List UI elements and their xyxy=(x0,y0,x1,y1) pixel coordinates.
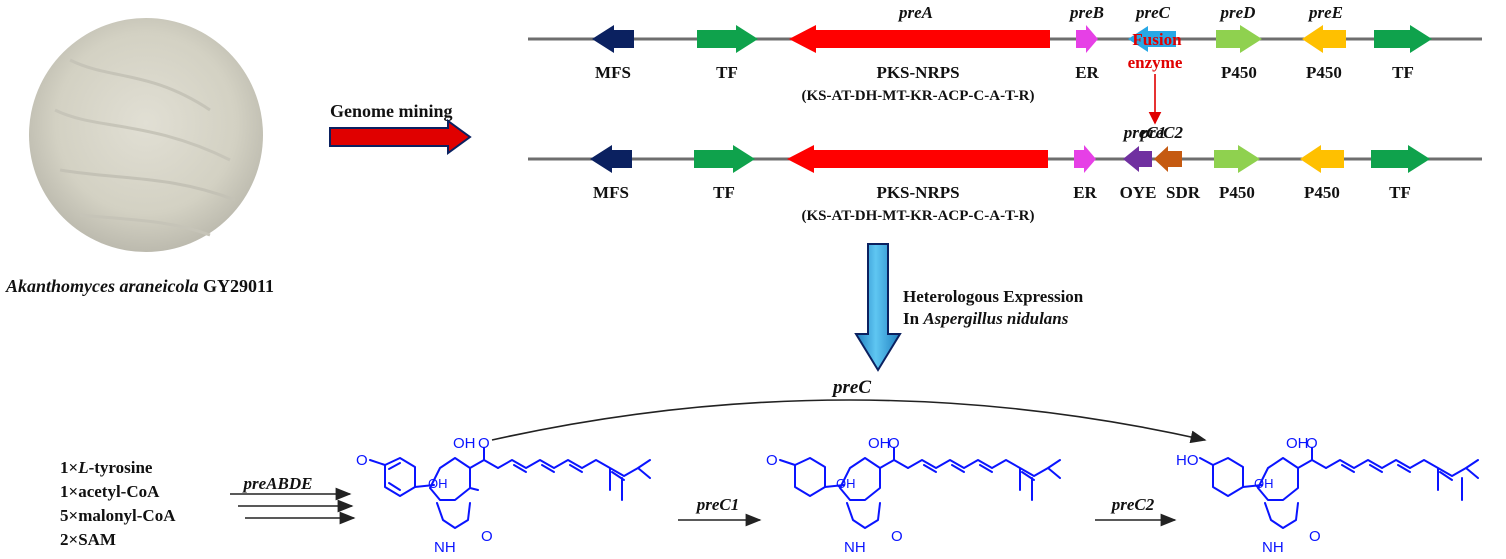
c3-oh-top: OH xyxy=(1286,435,1309,452)
svg-text:1×L-tyrosine: 1×L-tyrosine xyxy=(60,458,153,477)
label-oye: OYE xyxy=(1120,183,1157,202)
gene-cluster-bottom xyxy=(528,145,1482,173)
gene-tf-2 xyxy=(1374,25,1432,53)
compound-1-structure xyxy=(369,447,651,529)
label-pks-top: PKS-NRPS xyxy=(876,63,959,82)
svg-text:2×SAM: 2×SAM xyxy=(60,530,116,549)
svg-text:Akanthomyces araneicola GY: Akanthomyces araneicola GY29011 xyxy=(5,276,274,296)
label-sdr: SDR xyxy=(1166,183,1201,202)
tag-pred: preD xyxy=(1219,3,1256,22)
substrate-2-count: 1× xyxy=(60,482,78,501)
label-p450-bottom-2: P450 xyxy=(1304,183,1340,202)
gene-mfs-2 xyxy=(590,145,632,173)
c1-oh-top: OH xyxy=(453,435,476,452)
enzyme-prec-overall: preC xyxy=(831,377,871,398)
c2-side-o: O xyxy=(888,435,900,452)
c2-nh: NH xyxy=(844,539,866,556)
strain-name: GY29011 xyxy=(203,276,274,296)
gene-oye xyxy=(1123,146,1152,172)
label-mfs-bottom: MFS xyxy=(593,183,629,202)
label-er-bottom: ER xyxy=(1073,183,1097,202)
gene-mfs xyxy=(592,25,634,53)
svg-text:In Aspergillus nidulans: In Aspergillus nidulans xyxy=(903,309,1069,328)
label-mfs-top: MFS xyxy=(595,63,631,82)
label-tf-top-1: TF xyxy=(716,63,738,82)
gene-pks-nrps-2 xyxy=(787,145,1048,173)
gene-tf-4 xyxy=(1371,145,1430,173)
c1-oh-side: OH xyxy=(428,476,448,491)
expression-label-1: Heterologous Expression xyxy=(903,287,1084,306)
enzyme-preabde: preABDE xyxy=(242,474,313,493)
c1-nh: NH xyxy=(434,539,456,556)
substrate-2-name: acetyl-CoA xyxy=(78,482,160,501)
svg-text:1×acetyl-CoA: 1×acetyl-CoA xyxy=(60,482,160,501)
substrate-4-name: SAM xyxy=(78,530,116,549)
gene-cluster-top xyxy=(528,25,1482,53)
gene-tf-3 xyxy=(694,145,755,173)
gene-p450-pree xyxy=(1302,25,1346,53)
tag-pree: preE xyxy=(1307,3,1343,22)
prec-overall-arrow xyxy=(491,399,1207,444)
gene-er xyxy=(1076,25,1098,53)
label-tf-bottom-1: TF xyxy=(713,183,735,202)
compound-2-structure xyxy=(779,447,1061,529)
c2-ketone-o: O xyxy=(766,452,778,469)
substrate-1-name: -tyrosine xyxy=(89,458,153,477)
expression-label-in: In xyxy=(903,309,920,328)
c1-amide-o: O xyxy=(481,528,493,545)
label-p450-top-1: P450 xyxy=(1221,63,1257,82)
tag-prec2: preC2 xyxy=(1139,123,1184,142)
c1-ketone-o: O xyxy=(356,452,368,469)
c1-side-o: O xyxy=(478,435,490,452)
enzyme-prec2: preC2 xyxy=(1110,495,1155,514)
c3-nh: NH xyxy=(1262,539,1284,556)
tag-preb: preB xyxy=(1068,3,1104,22)
c3-amide-o: O xyxy=(1309,528,1321,545)
label-domains-bottom: (KS-AT-DH-MT-KR-ACP-C-A-T-R) xyxy=(801,208,1034,224)
gene-prec-fusion xyxy=(1128,26,1176,52)
substrate-3-name: malonyl-CoA xyxy=(78,506,176,525)
c2-oh-side: OH xyxy=(836,476,856,491)
gene-tf-1 xyxy=(697,25,758,53)
svg-text:5×malonyl-CoA: 5×malonyl-CoA xyxy=(60,506,176,525)
gene-pks-nrps xyxy=(789,25,1050,53)
compound-3-structure xyxy=(1199,447,1479,529)
c2-amide-o: O xyxy=(891,528,903,545)
substrate-1-count: 1× xyxy=(60,458,78,477)
substrate-1-prefix: L xyxy=(77,458,88,477)
label-tf-top-2: TF xyxy=(1392,63,1414,82)
expression-arrow xyxy=(854,243,902,372)
tag-prea: preA xyxy=(897,3,933,22)
tag-prec: preC xyxy=(1134,3,1171,22)
c3-side-o: O xyxy=(1306,435,1318,452)
gene-sdr xyxy=(1154,146,1182,172)
gene-er-2 xyxy=(1074,145,1096,173)
substrate-4-count: 2× xyxy=(60,530,78,549)
c3-ho: HO xyxy=(1176,452,1199,469)
fusion-enzyme-label-2: enzyme xyxy=(1128,53,1183,72)
gene-p450-3 xyxy=(1214,145,1260,173)
substrate-3-count: 5× xyxy=(60,506,78,525)
tag-prec1: preC1 xyxy=(1122,123,1167,142)
label-tf-bottom-2: TF xyxy=(1389,183,1411,202)
label-er-top: ER xyxy=(1075,63,1099,82)
label-p450-top-2: P450 xyxy=(1306,63,1342,82)
species-name: Akanthomyces araneicola xyxy=(5,276,199,296)
gene-p450-4 xyxy=(1300,145,1344,173)
expression-label-species: Aspergillus nidulans xyxy=(922,309,1068,328)
genome-mining-label: Genome mining xyxy=(330,101,453,121)
gene-p450-pred xyxy=(1216,25,1262,53)
label-domains-top: (KS-AT-DH-MT-KR-ACP-C-A-T-R) xyxy=(801,88,1034,104)
c3-oh-side: OH xyxy=(1254,476,1274,491)
label-pks-bottom: PKS-NRPS xyxy=(876,183,959,202)
genome-mining-arrow xyxy=(329,119,472,155)
c2-oh-top: OH xyxy=(868,435,891,452)
label-p450-bottom-1: P450 xyxy=(1219,183,1255,202)
enzyme-prec1: preC1 xyxy=(695,495,740,514)
fusion-enzyme-label-1: Fusion xyxy=(1132,30,1182,49)
culture-plate-photo xyxy=(29,18,263,252)
